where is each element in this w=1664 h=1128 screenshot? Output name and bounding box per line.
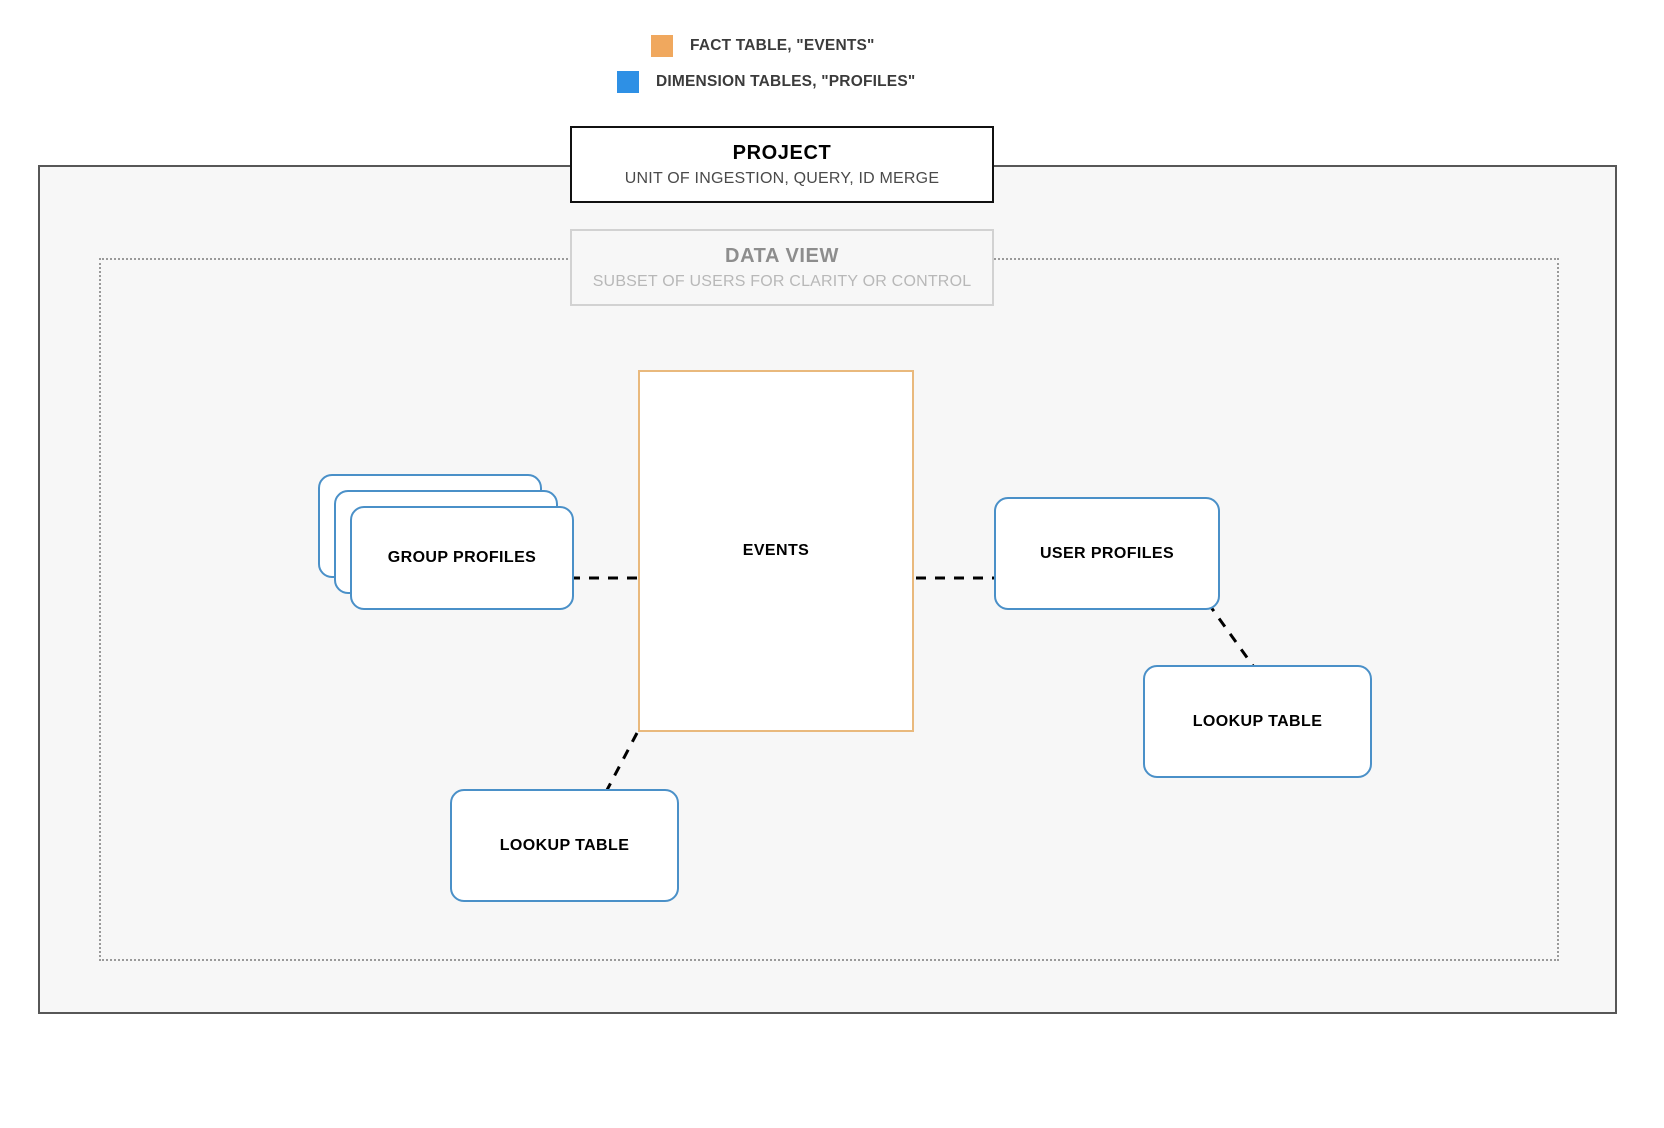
node-lookup-table-left[interactable]: LOOKUP TABLE xyxy=(450,789,679,902)
legend-label-dimension-tables: DIMENSION TABLES, "PROFILES" xyxy=(656,73,916,90)
square-swatch-icon xyxy=(617,71,639,93)
node-label-lookup-table-left: LOOKUP TABLE xyxy=(499,836,630,854)
data-view-card-title: DATA VIEW xyxy=(725,244,839,267)
project-header-card[interactable]: PROJECT UNIT OF INGESTION, QUERY, ID MER… xyxy=(570,126,994,203)
node-label-group-profiles: GROUP PROFILES xyxy=(387,549,537,566)
node-group-profiles[interactable]: GROUP PROFILES xyxy=(318,474,574,610)
data-view-card-subtitle: SUBSET OF USERS FOR CLARITY OR CONTROL xyxy=(592,272,972,290)
data-view-header-card[interactable]: DATA VIEW SUBSET OF USERS FOR CLARITY OR… xyxy=(570,229,994,306)
legend-label-fact-table: FACT TABLE, "EVENTS" xyxy=(690,37,875,54)
node-label-user-profiles: USER PROFILES xyxy=(1039,544,1175,562)
node-label-lookup-table-right: LOOKUP TABLE xyxy=(1192,712,1323,730)
project-card-title: PROJECT xyxy=(732,141,832,164)
legend-item-fact-table: FACT TABLE, "EVENTS" xyxy=(651,35,875,57)
node-events[interactable]: EVENTS xyxy=(638,370,914,732)
node-label-events: EVENTS xyxy=(742,542,810,559)
project-card-subtitle: UNIT OF INGESTION, QUERY, ID MERGE xyxy=(624,169,940,187)
square-swatch-icon xyxy=(651,35,673,57)
stack-card-front[interactable]: GROUP PROFILES xyxy=(350,506,574,610)
legend-item-dimension-tables: DIMENSION TABLES, "PROFILES" xyxy=(617,71,915,93)
node-lookup-table-right[interactable]: LOOKUP TABLE xyxy=(1143,665,1372,778)
node-user-profiles[interactable]: USER PROFILES xyxy=(994,497,1220,610)
